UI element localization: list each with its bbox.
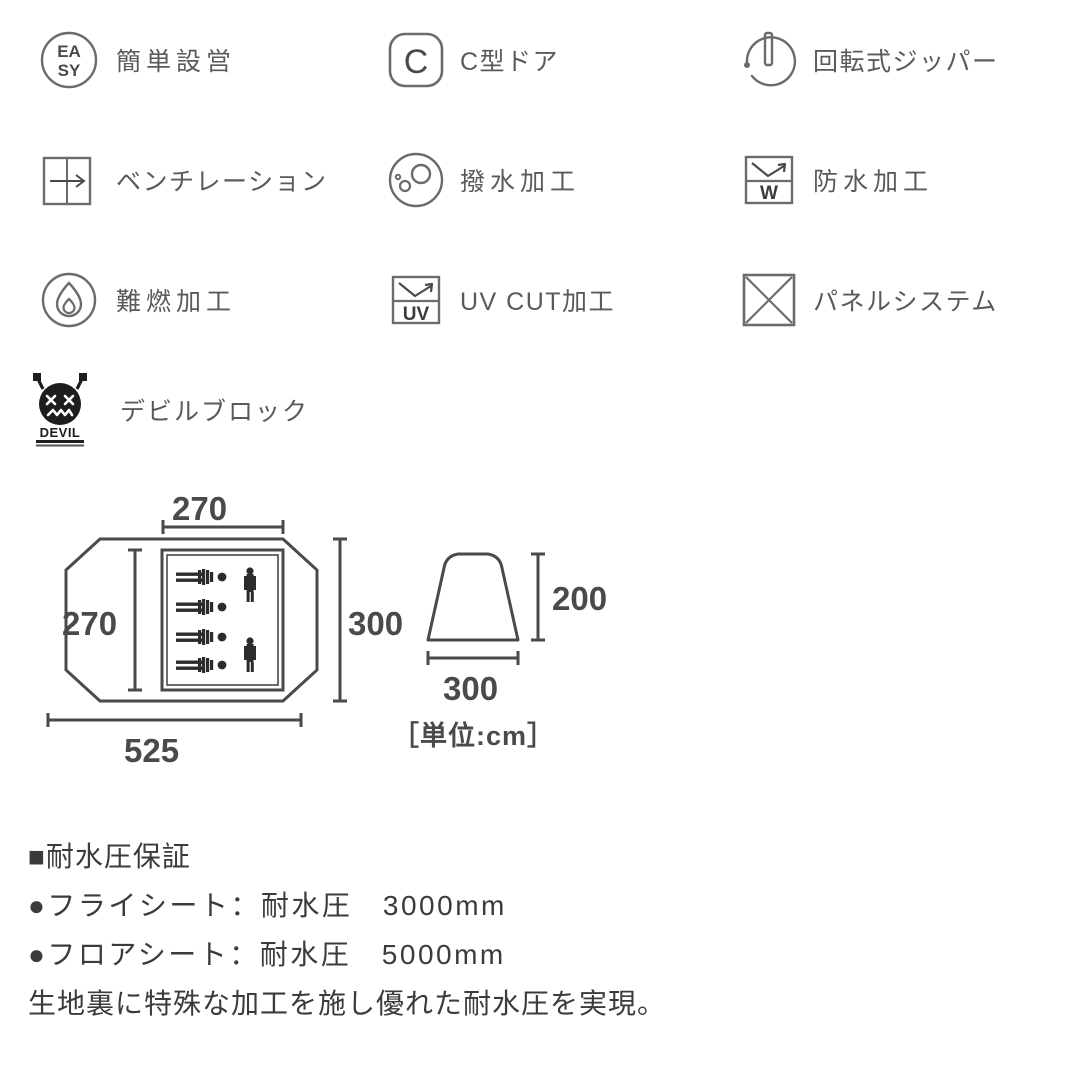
floor-plan-bottom-dimension: 525 [124,732,180,769]
feature-label: 防水加工 [813,168,934,196]
devil-block-icon: DEVIL [30,371,90,449]
water-repellent-icon [385,149,447,211]
sleeping-figure-group [176,569,227,673]
feature-panel-system: パネルシステム [730,269,1080,331]
easy-icon-text-top: EA [57,42,81,61]
feature-flame-retardant: 難燃加工 [0,269,375,331]
tent-side-view [426,552,545,665]
feature-label: パネルシステム [813,288,998,316]
waterproof-icon: W [738,149,800,211]
unit-note: ［単位:cm］ [392,721,556,751]
feature-water-repellent: 撥水加工 [375,149,730,211]
dimension-line-bottom [46,713,303,727]
feature-label: 簡単設営 [116,48,237,76]
dimension-line-right [333,537,347,703]
feature-label: 難燃加工 [116,288,237,316]
dimension-line-height [531,552,545,642]
feature-label: 回転式ジッパー [813,48,999,76]
feature-icon-grid: EA SY 簡単設営 C C型ドア [0,0,1080,460]
feature-ventilation: ベンチレーション [0,149,375,211]
side-view-height-dimension: 200 [552,580,608,617]
feature-label: デビルブロック [120,398,310,426]
ventilation-icon [38,149,100,211]
feature-easy-setup: EA SY 簡単設営 [0,29,375,91]
standing-figure-group [244,567,256,672]
feature-row: ベンチレーション 撥水加工 W [0,120,1080,240]
spec-line-floor-sheet: ●フロアシート：耐水圧 5000mm [28,939,506,970]
easy-setup-icon: EA SY [38,29,100,91]
feature-label: 撥水加工 [460,168,581,196]
devil-icon-text: DEVIL [40,425,81,440]
spec-line-fly-sheet: ●フライシート：耐水圧 3000mm [28,890,507,921]
dimension-line-inner [128,548,142,692]
waterproof-icon-text: W [760,183,778,204]
rotating-zipper-icon [738,29,800,91]
feature-rotating-zipper: 回転式ジッパー [730,29,1080,91]
dimension-line-top [161,520,285,534]
feature-label: C型ドア [460,48,560,76]
easy-icon-text-bottom: SY [58,61,81,80]
flame-retardant-icon [38,269,100,331]
feature-label: UV CUT加工 [460,288,616,316]
waterproof-spec-block: ■耐水圧保証 ●フライシート：耐水圧 3000mm ●フロアシート：耐水圧 50… [28,832,1028,1028]
c-shape-door-icon: C [385,29,447,91]
feature-uv-cut: UV UV CUT加工 [375,269,730,331]
dimension-line-width [426,651,520,665]
tent-floor-plan [46,520,347,727]
feature-row: EA SY 簡単設営 C C型ドア [0,0,1080,120]
floor-plan-right-dimension: 300 [348,605,404,642]
uv-icon-text: UV [403,304,430,325]
floor-plan-top-dimension: 270 [172,490,228,527]
feature-waterproof: W 防水加工 [730,149,1080,211]
dimension-diagrams: 270 270 300 525 200 300 ［単位:cm］ [0,490,1080,782]
panel-system-icon [738,269,800,331]
c-door-icon-text: C [404,43,429,81]
side-view-width-dimension: 300 [443,670,499,707]
feature-row: 難燃加工 UV UV CUT加工 [0,240,1080,360]
feature-c-shape-door: C C型ドア [375,29,730,91]
spec-note: 生地裏に特殊な加工を施し優れた耐水圧を実現。 [28,988,667,1019]
floor-plan-inner-dimension: 270 [62,605,118,642]
feature-label: ベンチレーション [116,168,328,196]
feature-devil-block: DEVIL デビルブロック [0,360,1080,460]
uv-cut-icon: UV [385,269,447,331]
spec-heading: ■耐水圧保証 [28,841,191,872]
